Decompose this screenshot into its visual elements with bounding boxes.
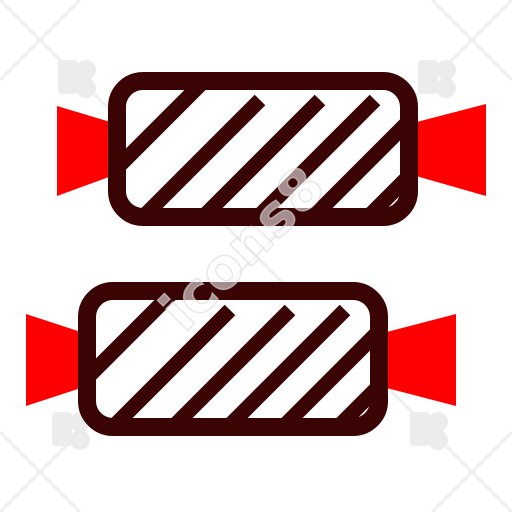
watermark-logo-icon (52, 60, 456, 450)
candy-top-left-twist (57, 106, 117, 196)
candy-bottom (26, 282, 456, 436)
candy-top (57, 72, 486, 226)
candy-bottom-right-twist (379, 314, 456, 406)
candy-top-stripes (117, 81, 409, 217)
candy-top-wrapper-outline (108, 72, 418, 226)
candy-bottom-left-twist (26, 314, 87, 406)
candy-bottom-wrapper-outline (78, 282, 388, 436)
candy-top-right-twist (409, 104, 486, 196)
